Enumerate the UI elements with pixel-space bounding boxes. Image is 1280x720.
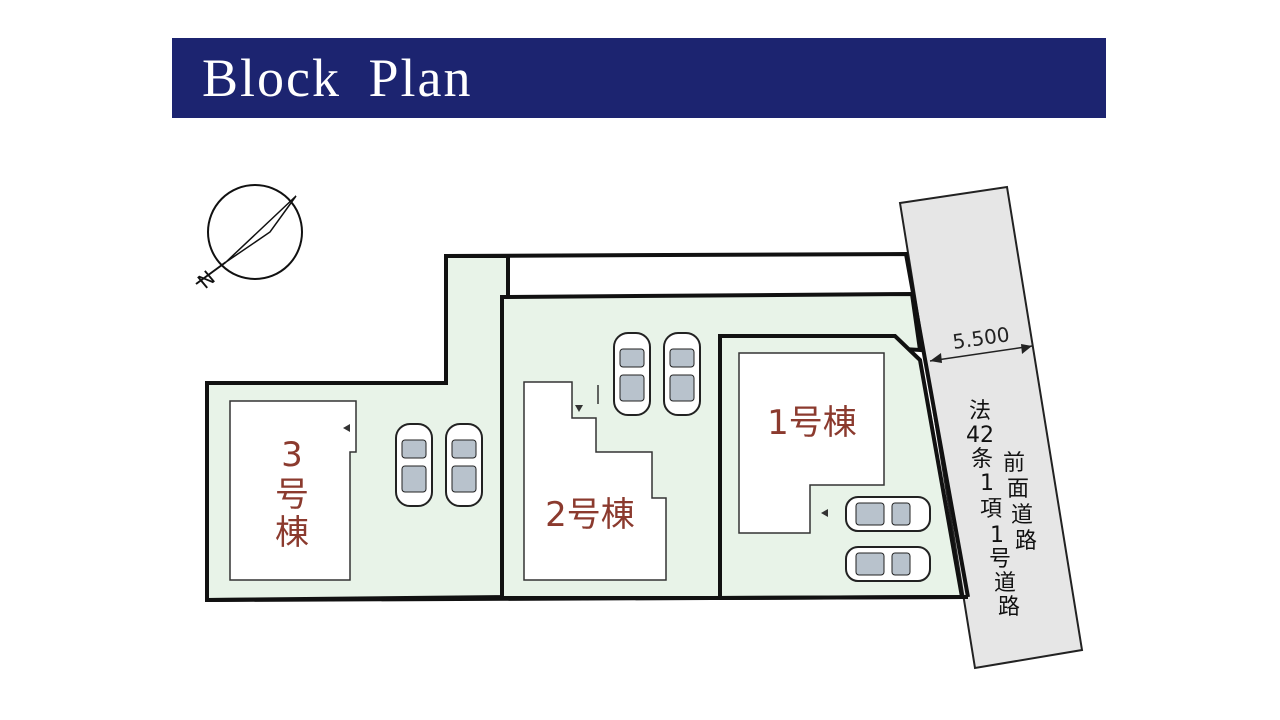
svg-text:項: 項 [980,497,1002,522]
front-road [898,185,1084,670]
building-3-label-line1: 3 [281,435,303,475]
parking-car-icon [845,496,931,532]
parking-car-icon [445,423,483,507]
building-3-label-line2: 号 [275,475,309,515]
svg-text:道: 道 [1011,503,1033,528]
building-1-label: 1号棟 [767,403,857,443]
dimension-arrow-icon [1021,344,1032,354]
svg-text:1: 1 [990,523,1004,548]
entry-marker-icon [821,509,828,517]
svg-text:路: 路 [1015,529,1037,554]
parking-car-icon [663,332,701,416]
building-2-label: 2号棟 [545,495,635,535]
page-title: Block Plan [202,48,473,108]
entry-marker-icon [575,405,583,412]
svg-text:道: 道 [994,571,1016,596]
svg-text:前: 前 [1003,451,1025,476]
svg-text:号: 号 [989,547,1011,572]
compass-icon [195,184,303,285]
svg-text:42: 42 [966,423,994,448]
road-law-text: 法 42 条 1 項 1 号 道 路 [966,399,1020,620]
parking-car-icon [845,546,931,582]
title-bar: Block Plan [172,38,1106,118]
svg-text:1: 1 [980,471,994,496]
svg-text:面: 面 [1007,477,1029,502]
parking-car-icon [395,423,433,507]
svg-text:条: 条 [971,447,993,472]
road-width-dimension-line [929,345,1033,362]
dimension-arrow-icon [930,353,942,363]
building-1-footprint [738,352,885,534]
parking-car-icon [613,332,651,416]
site-boundary-top [445,251,970,598]
svg-text:路: 路 [998,595,1020,620]
site-boundary-bottom [206,595,969,602]
building-3-label-line3: 棟 [275,513,309,553]
building-3-footprint [229,400,357,581]
road-name-text: 前 面 道 路 [1003,451,1037,554]
svg-text:法: 法 [969,399,991,424]
building-2-footprint [523,381,667,581]
entry-marker-icon [343,424,350,432]
